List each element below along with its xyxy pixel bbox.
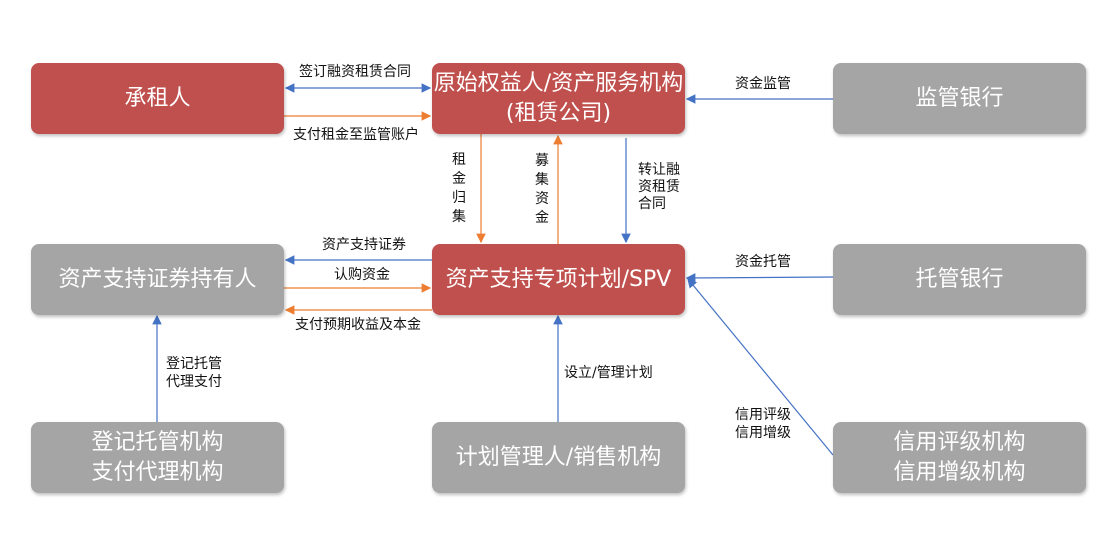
node-manager: 计划管理人/销售机构 [432,422,685,493]
node-label: 原始权益人/资产服务机构 [433,70,684,96]
label-line: 信用评级 [735,407,791,423]
node-supervising-bank: 监管银行 [833,63,1086,134]
label-line: 代理支付 [166,374,222,390]
node-label: 计划管理人/销售机构 [455,444,662,470]
label-sign-contract: 签订融资租赁合同 [299,64,411,80]
label-line: 信用增级 [735,425,791,441]
label-rent-collection: 租金归集 [452,152,466,225]
label-abs: 资产支持证券 [322,237,406,253]
arrow-rating [687,278,834,456]
node-label: 承租人 [124,85,191,111]
label-raise-funds: 募集资金 [535,153,549,226]
label-fund-supervision: 资金监管 [735,76,791,92]
node-label: 资产支持证券持有人 [58,266,257,292]
label-registrar: 登记托管代理支付 [166,355,222,391]
node-label: 登记托管机构 [91,429,224,455]
node-label: 信用增级机构 [893,459,1026,485]
label-line: 登记托管 [166,356,222,372]
label-pay-rent: 支付租金至监管账户 [293,127,419,143]
label-line: 转让融 [638,162,680,178]
node-label: 托管银行 [915,266,1004,292]
label-transfer: 转让融资租赁合同 [638,162,680,213]
label-fund-custody: 资金托管 [735,254,791,270]
label-line: 资租赁 [638,179,680,195]
label-setup: 设立/管理计划 [564,365,653,381]
node-label: 资产支持专项计划/SPV [445,266,672,292]
node-originator: 原始权益人/资产服务机构 (租赁公司) [432,63,685,134]
node-lessee: 承租人 [31,63,284,134]
node-registrar: 登记托管机构支付代理机构 [31,422,284,493]
node-label: (租赁公司) [505,100,612,126]
arrow-fund-custody [685,273,834,283]
node-custodian-bank: 托管银行 [833,244,1086,315]
label-subscribe: 认购资金 [334,267,390,283]
node-spv: 资产支持专项计划/SPV [432,244,685,315]
node-label: 监管银行 [915,85,1004,111]
node-label: 支付代理机构 [91,459,224,485]
label-rating: 信用评级信用增级 [735,406,791,442]
node-label: 信用评级机构 [893,429,1026,455]
label-line: 合同 [638,196,666,212]
node-holders: 资产支持证券持有人 [31,244,284,315]
node-rating: 信用评级机构信用增级机构 [833,422,1086,493]
label-pay-return: 支付预期收益及本金 [295,317,421,333]
